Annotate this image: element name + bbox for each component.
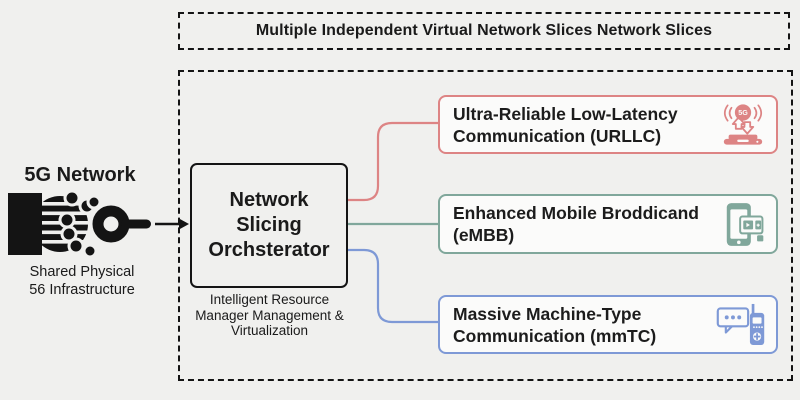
5g-laptop-up-down-arrows-icon: 5G: [720, 102, 766, 148]
orchestrator-caption-line1: Intelligent Resource: [209, 292, 330, 307]
right-arrow-icon: [155, 218, 189, 230]
orchestrator-label-line2: Slicing: [236, 214, 302, 236]
source-caption-line2: 56 Infrastructure: [29, 282, 135, 298]
slice-urllc-line2: Communication (URLLC): [453, 125, 662, 146]
banner-title: Multiple Independent Virtual Network Sli…: [255, 22, 713, 39]
orchestrator-label-line3: Orchsterator: [208, 239, 330, 261]
source-caption-line1: Shared Physical: [29, 264, 135, 280]
slice-urllc-line1: Ultra-Reliable Low-Latency: [453, 103, 678, 124]
fiber-5g-network-icon: [8, 190, 189, 258]
slice-card-urllc: Ultra-Reliable Low-Latency Communication…: [438, 95, 778, 154]
slice-urllc-label: Ultra-Reliable Low-Latency Communication…: [453, 103, 678, 147]
slice-embb-label: Enhanced Mobile Broddicand (eMBB): [453, 202, 699, 246]
connector-urllc: [348, 121, 442, 202]
slice-connectors: [348, 121, 442, 324]
chat-bubble-iot-device-icon: [716, 302, 766, 347]
slice-embb-line1: Enhanced Mobile Broddicand: [453, 203, 699, 223]
orchestrator-caption-line3: Management &: [252, 307, 344, 323]
slice-mmtc-label: Massive Machine-Type Communication (mmTC…: [453, 303, 656, 347]
source-caption: Shared Physical 56 Infrastructure: [0, 263, 164, 299]
source-title: 5G Network: [24, 164, 136, 186]
orchestrator-box: Network Slicing Orchsterator: [190, 163, 348, 288]
slice-mmtc-line2: Communication (mmTC): [453, 325, 657, 346]
orchestrator-label-line1: Network: [229, 189, 309, 211]
slice-mmtc-line1: Massive Machine-Type: [453, 303, 642, 324]
banner-box: Multiple Independent Virtual Network Sli…: [178, 12, 790, 50]
orchestrator-caption-line2: Manager: [195, 307, 249, 323]
connector-mmtc: [348, 248, 442, 324]
orchestrator-caption-line4: Virtualization: [230, 323, 309, 338]
slice-card-embb: Enhanced Mobile Broddicand (eMBB): [438, 194, 778, 254]
svg-text:5G: 5G: [738, 109, 748, 117]
slice-card-mmtc: Massive Machine-Type Communication (mmTC…: [438, 295, 778, 354]
orchestrator-caption: Intelligent Resource Manager Management …: [182, 292, 357, 339]
slice-embb-line2: (eMBB): [453, 225, 515, 245]
smartphone-media-card-icon: [725, 201, 766, 248]
orchestrator-label: Network Slicing Orchsterator: [208, 188, 329, 263]
